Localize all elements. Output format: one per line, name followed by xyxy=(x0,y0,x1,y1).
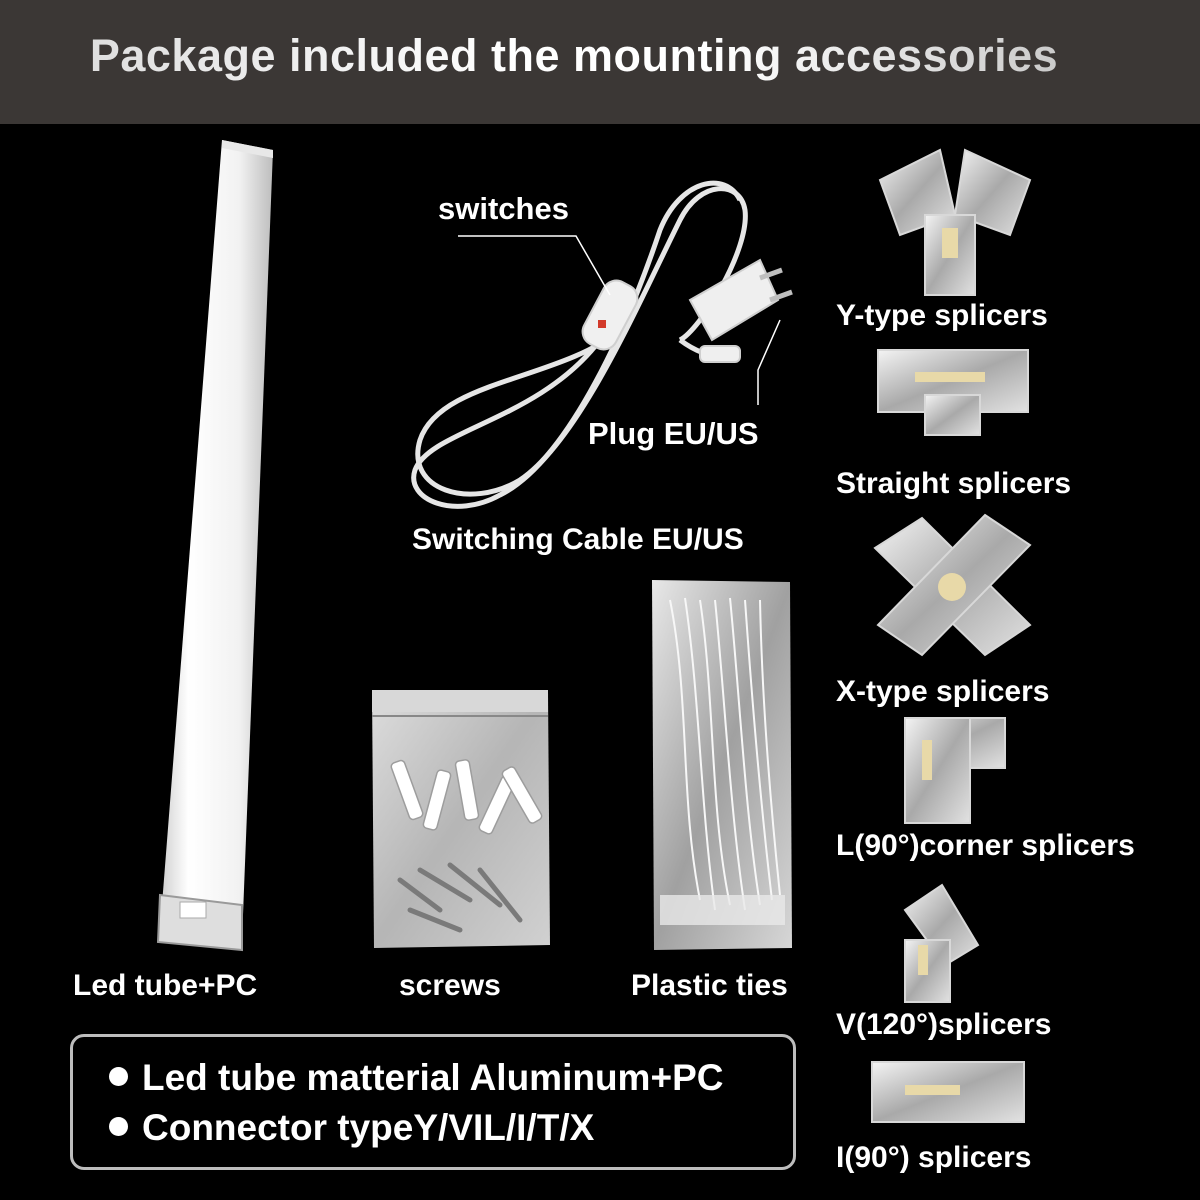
label-x-splicers: X-type splicers xyxy=(836,675,1050,708)
bullet-icon xyxy=(109,1067,128,1086)
l-splicer-image xyxy=(904,717,1006,824)
label-v-splicers: V(120°)splicers xyxy=(836,1008,1052,1041)
led-tube-image xyxy=(156,140,273,952)
label-i-splicers: I(90°) splicers xyxy=(836,1141,1032,1174)
label-switching-cable: Switching Cable EU/US xyxy=(412,523,744,556)
bullet-icon xyxy=(109,1117,128,1136)
label-screws: screws xyxy=(399,969,501,1002)
straight-splicer-image xyxy=(877,349,1029,436)
x-splicer-image xyxy=(873,513,1032,657)
note-connector: Connector typeY/VIL/I/T/X xyxy=(109,1107,594,1149)
label-l-splicers: L(90°)corner splicers xyxy=(836,829,1135,862)
label-plug: Plug EU/US xyxy=(588,416,759,451)
plastic-ties-bag-image xyxy=(652,580,792,950)
screws-bag-image xyxy=(372,690,550,948)
i-splicer-image xyxy=(871,1061,1025,1123)
spec-notes-box: Led tube matterial Aluminum+PC Connector… xyxy=(70,1034,796,1170)
y-splicer-image xyxy=(878,148,1032,296)
v-splicer-image xyxy=(903,883,980,1003)
label-switches: switches xyxy=(438,191,569,226)
label-y-splicers: Y-type splicers xyxy=(836,299,1048,332)
page-title: Package included the mounting accessorie… xyxy=(0,30,1148,82)
switching-cable-image xyxy=(411,180,793,509)
note-material: Led tube matterial Aluminum+PC xyxy=(109,1057,723,1099)
callout-lines xyxy=(458,235,781,405)
label-straight-splicers: Straight splicers xyxy=(836,467,1072,500)
header-banner: Package included the mounting accessorie… xyxy=(0,0,1200,124)
label-led-tube: Led tube+PC xyxy=(73,969,258,1002)
label-plastic-ties: Plastic ties xyxy=(631,969,788,1002)
